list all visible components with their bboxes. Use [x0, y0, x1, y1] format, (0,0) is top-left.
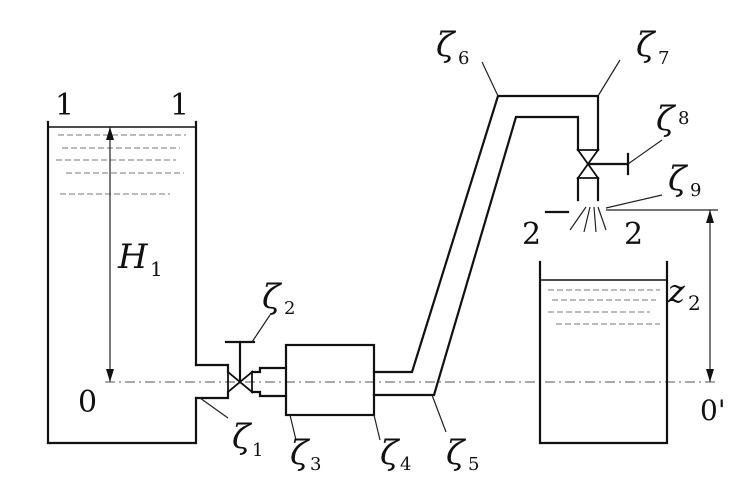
- inlet-pipe: [194, 363, 230, 400]
- zeta-9-subscript: 9: [690, 180, 701, 201]
- z2-symbol: z: [667, 272, 686, 310]
- expansion-chamber: [284, 343, 376, 417]
- zeta-1-label: ζ 1: [232, 417, 263, 461]
- zeta-3-label: ζ 3: [290, 433, 321, 475]
- zeta-2-symbol: ζ: [262, 277, 283, 317]
- zeta-2-label: ζ 2: [262, 277, 295, 319]
- zeta-8-subscript: 8: [678, 108, 689, 129]
- zeta-6-subscript: 6: [458, 48, 469, 69]
- h1-label: H 1: [117, 237, 163, 281]
- zeta-4-symbol: ζ: [380, 433, 401, 473]
- zeta-4-subscript: 4: [400, 454, 411, 475]
- datum-right-label: 0': [700, 394, 726, 427]
- section-2-line: [544, 209, 718, 214]
- zeta-5-symbol: ζ: [446, 433, 467, 473]
- section-2-left-label: 2: [522, 217, 541, 252]
- right-reservoir: [538, 260, 669, 445]
- section-1-right-label: 1: [170, 88, 189, 123]
- h1-symbol: H: [117, 237, 149, 277]
- zeta-7-subscript: 7: [658, 48, 669, 69]
- leader-lines: [199, 59, 663, 441]
- outlet-nozzle: [569, 176, 607, 233]
- zeta-8-symbol: ζ: [656, 99, 677, 139]
- z2-subscript: 2: [688, 291, 701, 315]
- valve-8: [576, 149, 630, 179]
- section-1-left-label: 1: [55, 88, 74, 123]
- zeta-6-label: ζ 6: [436, 25, 469, 69]
- zeta-2-subscript: 2: [284, 298, 295, 319]
- zeta-7-label: ζ 7: [636, 25, 669, 69]
- zeta-4-label: ζ 4: [380, 433, 411, 475]
- zeta-5-subscript: 5: [468, 454, 479, 475]
- zeta-8-label: ζ 8: [656, 99, 689, 139]
- zeta-9-label: ζ 9: [668, 159, 701, 201]
- left-reservoir-water: [47, 126, 197, 195]
- datum-left-label: 0: [78, 385, 97, 420]
- zeta-3-symbol: ζ: [290, 433, 311, 473]
- left-reservoir: [46, 120, 198, 445]
- zeta-9-symbol: ζ: [668, 159, 689, 199]
- zeta-5-label: ζ 5: [446, 433, 479, 475]
- z2-label: z 2: [667, 272, 701, 315]
- zeta-1-subscript: 1: [252, 440, 263, 461]
- zeta-6-symbol: ζ: [436, 25, 457, 65]
- rising-pipe: [372, 94, 600, 397]
- z2-dimension: [706, 210, 714, 382]
- zeta-3-subscript: 3: [310, 454, 321, 475]
- zeta-7-symbol: ζ: [636, 25, 657, 65]
- h1-dimension: [106, 127, 114, 382]
- section-2-right-label: 2: [624, 217, 643, 252]
- valve-2: [224, 340, 256, 394]
- mid-pipe: [250, 366, 288, 398]
- zeta-1-symbol: ζ: [232, 417, 253, 457]
- h1-subscript: 1: [150, 257, 163, 281]
